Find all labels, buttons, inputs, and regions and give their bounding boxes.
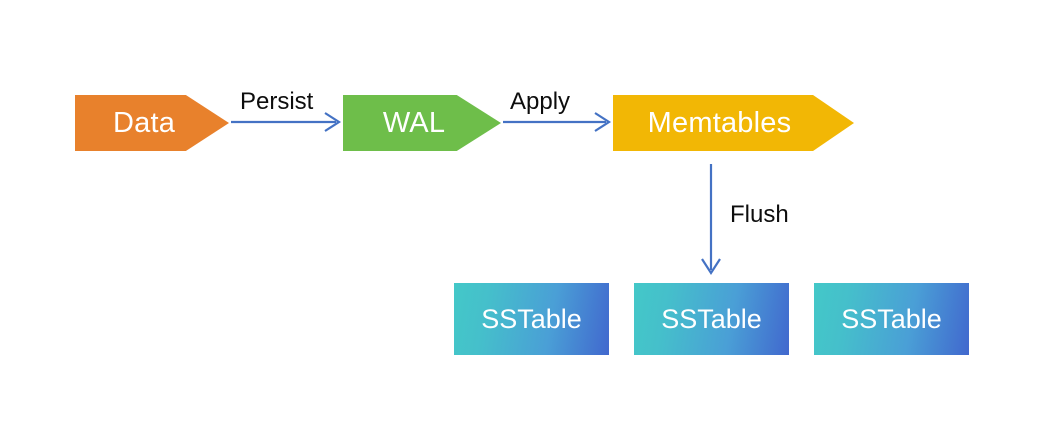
node-sstable-1-label: SSTable <box>481 303 582 334</box>
node-sstable-2-label: SSTable <box>661 303 762 334</box>
edge-memtables-to-sstable <box>701 164 721 276</box>
node-sstable-2[interactable]: SSTable <box>634 283 789 355</box>
edge-data-to-wal <box>231 112 342 132</box>
edge-label-flush: Flush <box>730 201 789 228</box>
node-memtables[interactable]: Memtables <box>613 95 854 151</box>
node-data-label: Data <box>112 106 176 139</box>
node-wal-label: WAL <box>382 106 446 139</box>
edge-label-apply: Apply <box>510 88 571 115</box>
edge-label-persist: Persist <box>240 88 314 115</box>
node-sstable-1[interactable]: SSTable <box>454 283 609 355</box>
node-sstable-3[interactable]: SSTable <box>814 283 969 355</box>
edge-wal-to-memtables <box>503 112 612 132</box>
node-memtables-label: Memtables <box>647 106 792 139</box>
node-sstable-3-label: SSTable <box>841 303 942 334</box>
